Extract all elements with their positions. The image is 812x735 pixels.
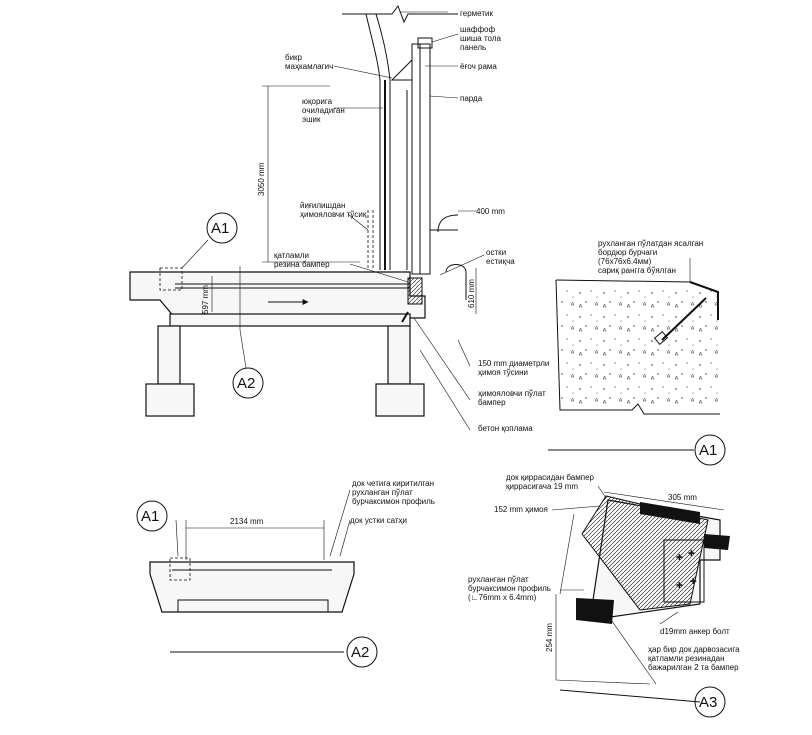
label-protective-beam-line: 150 mm диаметрли xyxy=(478,359,549,368)
label-rubber-bumper-line: резина бампер xyxy=(274,260,330,269)
dim-254: 254 mm xyxy=(545,623,554,652)
callout-a2-main: A2 xyxy=(232,367,264,399)
dim-2134: 2134 mm xyxy=(230,517,264,526)
label-lifting-door-line: юқорига xyxy=(302,97,333,106)
label-each-dock-line: ҳар бир док дарвозасига xyxy=(648,645,740,654)
label-wood-frame: ёғоч рама xyxy=(460,62,497,71)
callout-a1-main-text: A1 xyxy=(211,220,229,237)
label-curb-angle-line: (76x76x6.4мм) xyxy=(598,257,652,266)
label-galv-profile-line: рухланган пўлат xyxy=(468,575,529,584)
label-edge-profile-line: рухланган пўлат xyxy=(352,488,413,497)
label-guard-line: ҳимояловчи тўсиқ xyxy=(300,210,367,219)
dim-597: 597 mm xyxy=(201,285,210,314)
dim-3050: 3050 mm xyxy=(257,162,266,196)
callout-a1-a2-text: A1 xyxy=(141,508,159,525)
svg-text:✚: ✚ xyxy=(690,577,697,586)
callout-a1-main: A1 xyxy=(206,212,238,244)
dimensions: 400 mm 3050 mm 610 mm 597 mm 2134 mm 305… xyxy=(201,162,697,652)
label-rubber-bumper-line: қатламли xyxy=(274,251,309,260)
dim-400: 400 mm xyxy=(476,207,505,216)
svg-text:✚: ✚ xyxy=(676,581,683,590)
callout-a3-detail: A3 xyxy=(694,686,726,718)
label-pillar-line: естиқча xyxy=(486,257,515,266)
callout-a2-main-text: A2 xyxy=(237,375,255,392)
label-galv-profile-line: (∟76mm x 6.4mm) xyxy=(468,593,537,602)
label-galv-profile-line: бурчаксимон профиль xyxy=(468,584,551,593)
label-curb-angle-line: рухланган пўлатдан ясалган xyxy=(598,239,703,248)
dim-305: 305 mm xyxy=(668,493,697,502)
callout-a2-detail: A2 xyxy=(346,636,378,668)
callouts: A1 A2 A1 A1 A2 A3 xyxy=(136,212,726,718)
callout-a1-a2: A1 xyxy=(136,500,168,532)
label-each-dock-line: қатламли резинадан xyxy=(648,654,725,663)
label-anchor: d19mm анкер болт xyxy=(660,627,730,636)
svg-text:✚: ✚ xyxy=(676,553,683,562)
main-section xyxy=(129,4,485,431)
detail-a3: ✚ ✚ ✚ ✚ xyxy=(551,485,730,703)
label-bumper-projection-line: қиррасигача 19 mm xyxy=(506,482,578,491)
label-curb-angle-line: сариқ рангга бўялган xyxy=(598,266,676,275)
label-steel-bumper-line: бампер xyxy=(478,398,506,407)
label-rigid-line: бикр xyxy=(285,53,303,62)
label-lifting-door-line: эшик xyxy=(302,115,321,124)
label-guard-line: йиғилишдан xyxy=(300,201,345,210)
label-curb-angle-line: бордюр бурчаги xyxy=(598,248,657,257)
callout-a1-detail: A1 xyxy=(694,434,726,466)
label-edge-profile-line: бурчаксимон профиль xyxy=(352,497,435,506)
label-glass-panel-line: шаффоф xyxy=(460,25,495,34)
label-edge-profile-line: док четига киритилган xyxy=(352,479,434,488)
label-glass-panel-line: шиша тола xyxy=(460,34,501,43)
label-dock-top: док устки сатҳи xyxy=(350,516,407,525)
callout-a1-detail-text: A1 xyxy=(699,442,717,459)
label-pillar-line: остки xyxy=(486,248,506,257)
label-protect-152: 152 mm ҳимоя xyxy=(494,505,548,514)
label-lifting-door-line: очиладиган xyxy=(302,106,345,115)
label-glass-panel-line: панель xyxy=(460,43,486,52)
detail-a1 xyxy=(548,258,720,451)
callout-a2-detail-text: A2 xyxy=(351,644,369,661)
label-bumper-projection-line: док қиррасидан бампер xyxy=(506,473,595,482)
label-protective-beam-line: ҳимоя тўсини xyxy=(478,368,528,377)
dim-610: 610 mm xyxy=(467,279,476,308)
callout-a3-detail-text: A3 xyxy=(699,694,717,711)
label-concrete: бетон қоплама xyxy=(478,424,533,433)
detail-a2 xyxy=(149,489,355,653)
label-germetik: герметик xyxy=(460,9,493,18)
label-steel-bumper-line: ҳимояловчи пўлат xyxy=(478,389,546,398)
svg-text:✚: ✚ xyxy=(688,549,695,558)
label-rigid-line: маҳкамлагич xyxy=(285,62,333,71)
label-each-dock-line: бажарилган 2 та бампер xyxy=(648,663,739,672)
label-curtain: парда xyxy=(460,94,483,103)
